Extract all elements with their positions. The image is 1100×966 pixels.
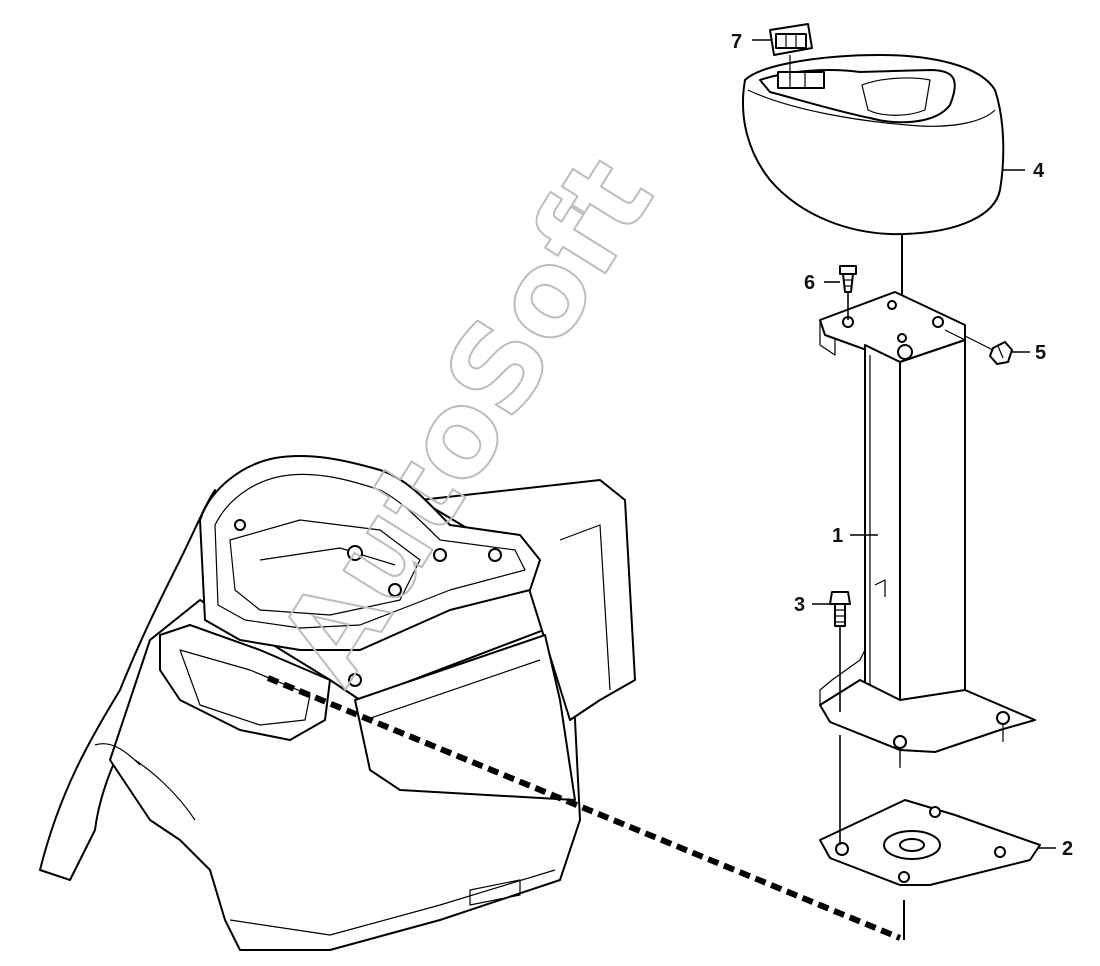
part-7-switch [769, 23, 813, 80]
part-6-screw [839, 265, 857, 320]
callout-3: 3 [794, 594, 805, 616]
callout-2: 2 [1062, 838, 1073, 860]
front-fairing-body [39, 454, 636, 951]
part-2-mounting-plate [819, 799, 1041, 886]
callout-6: 6 [804, 272, 815, 294]
part-1-support-post [819, 291, 1036, 768]
callout-5: 5 [1035, 342, 1046, 364]
callout-4: 4 [1033, 160, 1045, 182]
callout-leaders [752, 39, 1056, 849]
part-3-bolt [829, 591, 851, 845]
callout-7: 7 [731, 31, 742, 53]
assembly-dashed-line [266, 675, 902, 941]
part-4-box-cover [742, 54, 1005, 236]
callout-1: 1 [832, 525, 843, 547]
part-5-clip-nut [964, 335, 1013, 365]
